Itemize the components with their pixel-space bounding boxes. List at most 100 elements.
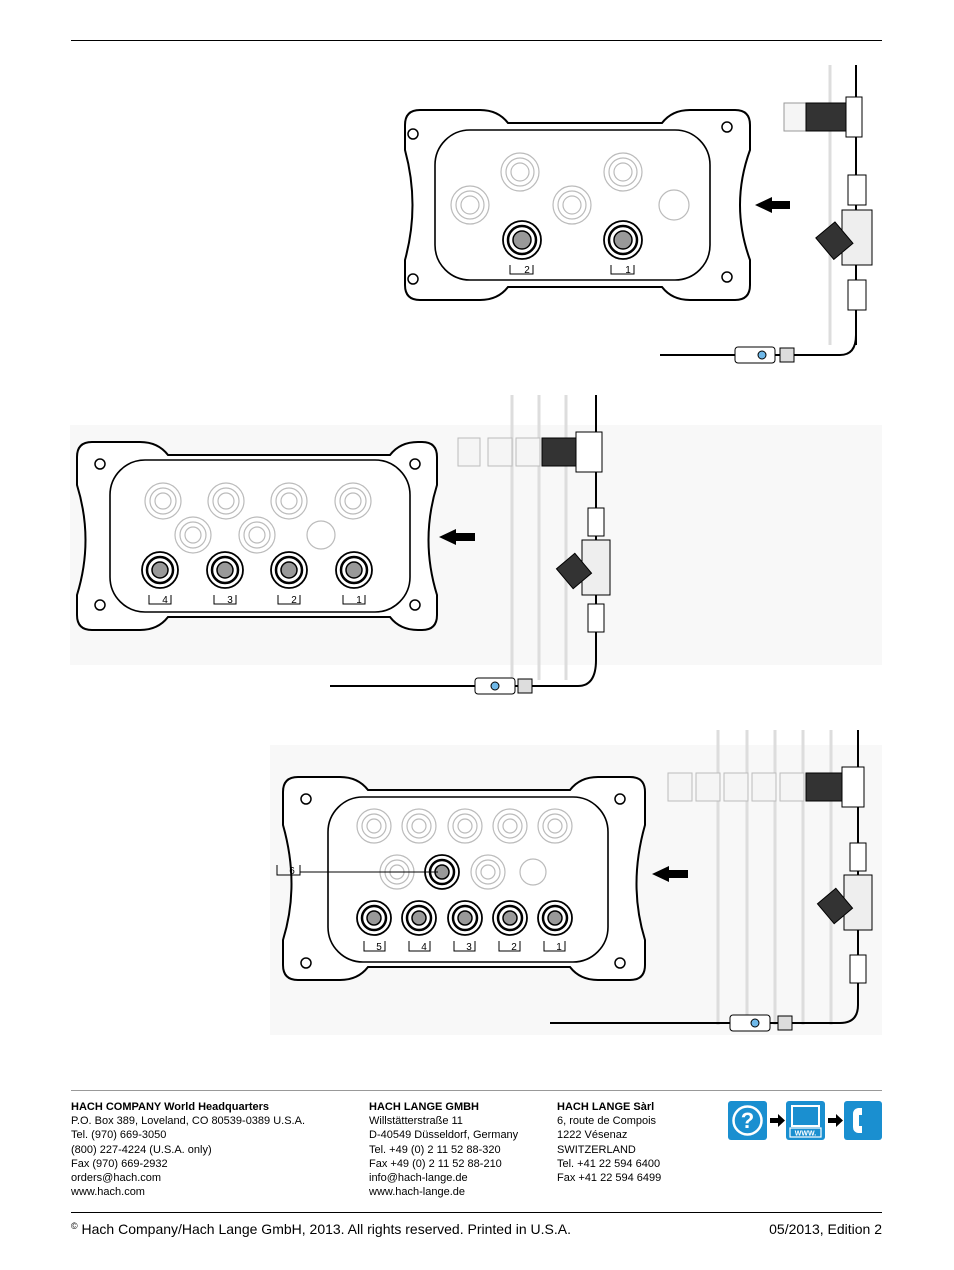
arrow-left-icon — [755, 197, 790, 213]
port-active-3 — [206, 551, 244, 589]
address-line: D-40549 Düsseldorf, Germany — [369, 1129, 519, 1142]
port-label-1: 1 — [610, 265, 635, 276]
port-label-text: 1 — [625, 265, 631, 276]
port-label-3: 3 — [466, 942, 472, 953]
port-active-1 — [537, 900, 573, 936]
address-line: Tel. +41 22 594 6400 — [557, 1157, 661, 1170]
port-label-1: 1 — [356, 595, 362, 606]
email-link[interactable]: orders@hach.com — [71, 1172, 162, 1185]
port-label-text: 2 — [524, 265, 530, 276]
port-inactive — [401, 808, 437, 844]
port-inactive — [334, 482, 372, 520]
mount-hole — [300, 957, 312, 969]
address-title: HACH COMPANY World Headquarters — [71, 1101, 270, 1113]
telephone-icon — [844, 1101, 882, 1140]
port-active-2 — [270, 551, 308, 589]
website-link[interactable]: www.hach-lange.de — [369, 1186, 466, 1199]
port-label-5: 5 — [376, 942, 382, 953]
port-inactive — [447, 808, 483, 844]
mount-hole — [300, 793, 312, 805]
copyright-notice: © Hach Company/Hach Lange GmbH, 2013. Al… — [71, 1221, 571, 1237]
port-inactive — [207, 482, 245, 520]
cable-assembly — [330, 395, 611, 695]
address-title: HACH LANGE GMBH — [369, 1101, 479, 1113]
address-line: 6, route de Compois — [557, 1115, 657, 1128]
arrow-left-icon — [652, 866, 688, 882]
port-label-2: 2 — [511, 942, 517, 953]
port-active-5 — [356, 900, 392, 936]
figure-2-four-sensor-connection: 4 3 2 1 — [70, 395, 882, 695]
figure-1-two-sensor-connection: 2 1 — [404, 65, 873, 364]
edition-info: 05/2013, Edition 2 — [769, 1221, 882, 1237]
port-label-bracket — [498, 941, 521, 952]
arrow-right-icon — [828, 1114, 843, 1127]
mount-hole — [409, 458, 421, 470]
footer-rule-bottom — [71, 1212, 882, 1213]
address-line: Tel. +49 (0) 2 11 52 88-320 — [369, 1143, 501, 1156]
mount-hole — [94, 458, 106, 470]
port-inactive — [270, 482, 308, 520]
address-hach-company: HACH COMPANY World Headquarters P.O. Box… — [71, 1100, 305, 1199]
arrow-right-icon — [770, 1114, 785, 1127]
svg-text:?: ? — [741, 1108, 754, 1133]
port-label-2: 2 — [291, 595, 297, 606]
port-label-2: 2 — [509, 265, 534, 276]
address-line: 1222 Vésenaz — [557, 1129, 628, 1142]
port-plug — [658, 189, 690, 221]
mount-hole — [409, 599, 421, 611]
port-label-bracket — [543, 941, 566, 952]
port-inactive — [552, 185, 592, 225]
port-label-bracket — [363, 941, 386, 952]
port-inactive — [537, 808, 573, 844]
port-inactive — [603, 152, 643, 192]
port-active-1 — [335, 551, 373, 589]
computer-www-icon: WWW. — [786, 1101, 825, 1140]
port-label-bracket — [408, 941, 431, 952]
address-line: Fax (970) 669-2932 — [71, 1157, 168, 1170]
mount-hole — [407, 128, 419, 140]
port-label-1: 1 — [556, 942, 562, 953]
address-line: SWITZERLAND — [557, 1143, 636, 1156]
port-active-4 — [401, 900, 437, 936]
question-mark-icon: ? — [728, 1101, 767, 1140]
address-hach-lange-gmbh: HACH LANGE GMBH Willstätterstraße 11 D-4… — [369, 1100, 518, 1199]
address-line: Willstätterstraße 11 — [369, 1115, 463, 1128]
port-label-4: 4 — [162, 595, 168, 606]
port-label-bracket — [148, 595, 172, 605]
address-line: Fax +41 22 594 6499 — [557, 1172, 662, 1185]
port-inactive — [356, 808, 392, 844]
top-rule — [71, 40, 882, 41]
connector-panel — [434, 129, 711, 281]
port-active-3 — [447, 900, 483, 936]
mount-hole — [614, 957, 626, 969]
website-link[interactable]: www.hach.com — [71, 1186, 145, 1199]
port-label-4: 4 — [421, 942, 427, 953]
mount-hole — [614, 793, 626, 805]
port-label-3: 3 — [227, 595, 233, 606]
port-inactive — [238, 516, 276, 554]
port-plug — [306, 520, 336, 550]
mount-hole — [721, 121, 733, 133]
port-inactive — [500, 152, 540, 192]
support-icons: ? WWW. — [728, 1101, 882, 1140]
email-link[interactable]: info@hach-lange.de — [369, 1172, 468, 1185]
address-line: P.O. Box 389, Loveland, CO 80539-0389 U.… — [71, 1115, 306, 1128]
port-active-2 — [492, 900, 528, 936]
address-line: Fax +49 (0) 2 11 52 88-210 — [369, 1157, 502, 1170]
port-plug — [519, 858, 547, 886]
port-inactive — [492, 808, 528, 844]
www-text: WWW. — [795, 1131, 816, 1138]
callout-label-6: 6 — [289, 866, 295, 877]
mount-hole — [721, 271, 733, 283]
copyright-text: Hach Company/Hach Lange GmbH, 2013. All … — [81, 1221, 571, 1237]
cable-assembly — [550, 730, 873, 1032]
footer-rule-top — [71, 1090, 882, 1091]
copyright-symbol: © — [71, 1221, 78, 1231]
port-label-bracket — [213, 595, 237, 605]
address-hach-lange-sarl: HACH LANGE Sàrl 6, route de Compois 1222… — [557, 1100, 661, 1185]
port-active-4 — [141, 551, 179, 589]
address-line: (800) 227-4224 (U.S.A. only) — [71, 1143, 212, 1156]
mount-hole — [407, 273, 419, 285]
port-inactive — [450, 185, 490, 225]
address-title: HACH LANGE Sàrl — [557, 1101, 655, 1113]
